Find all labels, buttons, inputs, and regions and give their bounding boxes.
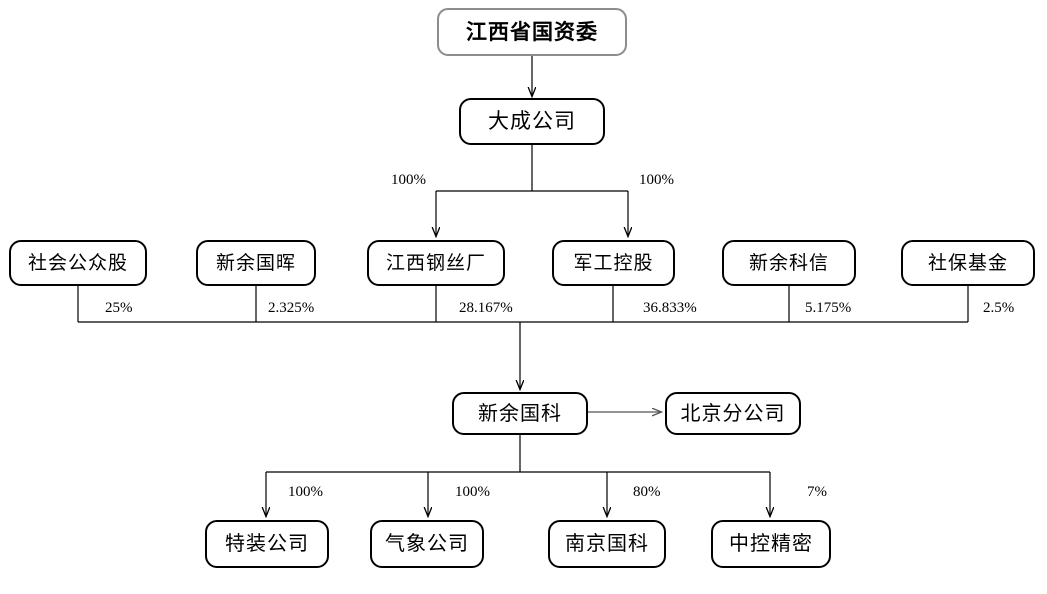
node-dacheng[interactable]: 大成公司 <box>459 98 605 145</box>
edge-label-ssf-share: 2.5% <box>983 300 1015 316</box>
edge-guoke-subsidiaries-bus <box>266 435 770 516</box>
node-label-kexin: 新余科信 <box>748 252 829 274</box>
node-ssf[interactable]: 社保基金 <box>901 240 1035 286</box>
node-beijing[interactable]: 北京分公司 <box>665 392 801 435</box>
node-label-ssf: 社保基金 <box>927 252 1008 274</box>
node-qixiang[interactable]: 气象公司 <box>370 520 484 568</box>
node-public[interactable]: 社会公众股 <box>9 240 147 286</box>
node-sasac[interactable]: 江西省国资委 <box>437 8 627 56</box>
node-guohui[interactable]: 新余国晖 <box>196 240 316 286</box>
edge-label-public-share: 25% <box>105 300 133 316</box>
node-label-steelwire: 江西钢丝厂 <box>385 252 486 274</box>
node-kexin[interactable]: 新余科信 <box>722 240 856 286</box>
node-label-tezhuang: 特装公司 <box>225 533 309 555</box>
edge-label-guoke-to-nanjing: 80% <box>633 484 661 500</box>
node-label-guoke: 新余国科 <box>478 402 562 425</box>
edge-dacheng-fanout <box>436 145 628 236</box>
node-militaryhold[interactable]: 军工控股 <box>552 240 675 286</box>
edge-label-guoke-to-tezhuang: 100% <box>288 484 323 500</box>
node-label-qixiang: 气象公司 <box>385 533 469 555</box>
node-steelwire[interactable]: 江西钢丝厂 <box>367 240 505 286</box>
node-tezhuang[interactable]: 特装公司 <box>205 520 329 568</box>
node-label-guohui: 新余国晖 <box>215 252 296 274</box>
node-label-zhongkong: 中控精密 <box>729 533 813 555</box>
edge-label-steelwire-share: 28.167% <box>459 300 513 316</box>
node-nanjing[interactable]: 南京国科 <box>548 520 666 568</box>
node-label-dacheng: 大成公司 <box>488 109 576 133</box>
edge-label-guoke-to-zhongkong: 7% <box>807 484 827 500</box>
edge-label-dacheng-to-militaryhold: 100% <box>639 172 674 188</box>
edge-label-guoke-to-qixiang: 100% <box>455 484 490 500</box>
node-label-nanjing: 南京国科 <box>565 533 649 555</box>
edge-shareholders-bus <box>77 286 969 389</box>
node-zhongkong[interactable]: 中控精密 <box>711 520 831 568</box>
edge-label-militaryhold-share: 36.833% <box>643 300 697 316</box>
node-label-beijing: 北京分公司 <box>680 402 786 425</box>
node-label-militaryhold: 军工控股 <box>573 252 654 274</box>
node-label-sasac: 江西省国资委 <box>466 19 598 44</box>
node-label-public: 社会公众股 <box>27 252 128 274</box>
edge-label-kexin-share: 5.175% <box>805 300 852 316</box>
edge-label-dacheng-to-steelwire: 100% <box>391 172 426 188</box>
edge-label-guohui-share: 2.325% <box>268 300 315 316</box>
node-guoke[interactable]: 新余国科 <box>452 392 588 435</box>
